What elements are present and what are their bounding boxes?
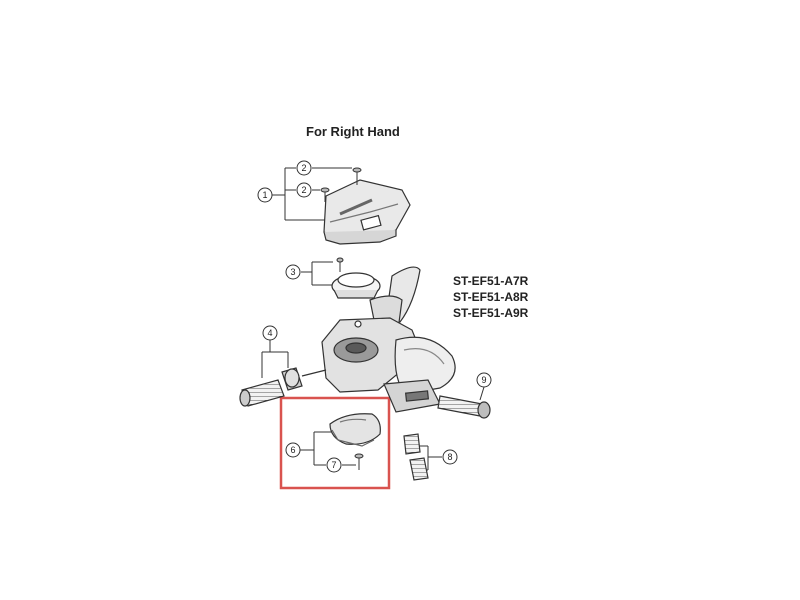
model-label-a7r: ST-EF51-A7R — [453, 274, 529, 288]
model-label-a8r: ST-EF51-A8R — [453, 290, 529, 304]
callout-3: 3 — [285, 264, 301, 280]
shifter-body-part — [321, 266, 456, 413]
callout-2-top-label: 2 — [301, 163, 306, 173]
highlight-box — [279, 396, 391, 490]
top-cover-part — [323, 179, 411, 245]
callout-9-label: 9 — [481, 375, 486, 385]
screw-part-2-side — [320, 187, 330, 202]
callout-1-label: 1 — [262, 190, 267, 200]
callout-7-label: 7 — [331, 460, 336, 470]
callout-4-label: 4 — [267, 328, 272, 338]
clamp-bolt-part — [437, 395, 491, 419]
callout-4: 4 — [262, 325, 278, 341]
callout-2-side-label: 2 — [301, 185, 306, 195]
screw-part-2-top — [352, 167, 362, 185]
callout-6-label: 6 — [290, 445, 295, 455]
model-label-a9r: ST-EF51-A9R — [453, 306, 529, 320]
callout-9: 9 — [476, 372, 492, 388]
callout-6: 6 — [285, 442, 301, 458]
callout-2-top: 2 — [296, 160, 312, 176]
bottom-cover-part-6 — [329, 413, 381, 447]
callout-7: 7 — [326, 457, 342, 473]
screw-part-7 — [354, 453, 364, 470]
spring-parts-8 — [403, 433, 429, 481]
screw-part-3 — [336, 257, 344, 272]
diagram-heading: For Right Hand — [306, 124, 400, 139]
callout-8: 8 — [442, 449, 458, 465]
cable-adjuster-part — [239, 367, 327, 407]
indicator-ring-part — [331, 272, 381, 299]
callout-2-side: 2 — [296, 182, 312, 198]
callout-1: 1 — [257, 187, 273, 203]
callout-8-label: 8 — [447, 452, 452, 462]
callout-3-label: 3 — [290, 267, 295, 277]
